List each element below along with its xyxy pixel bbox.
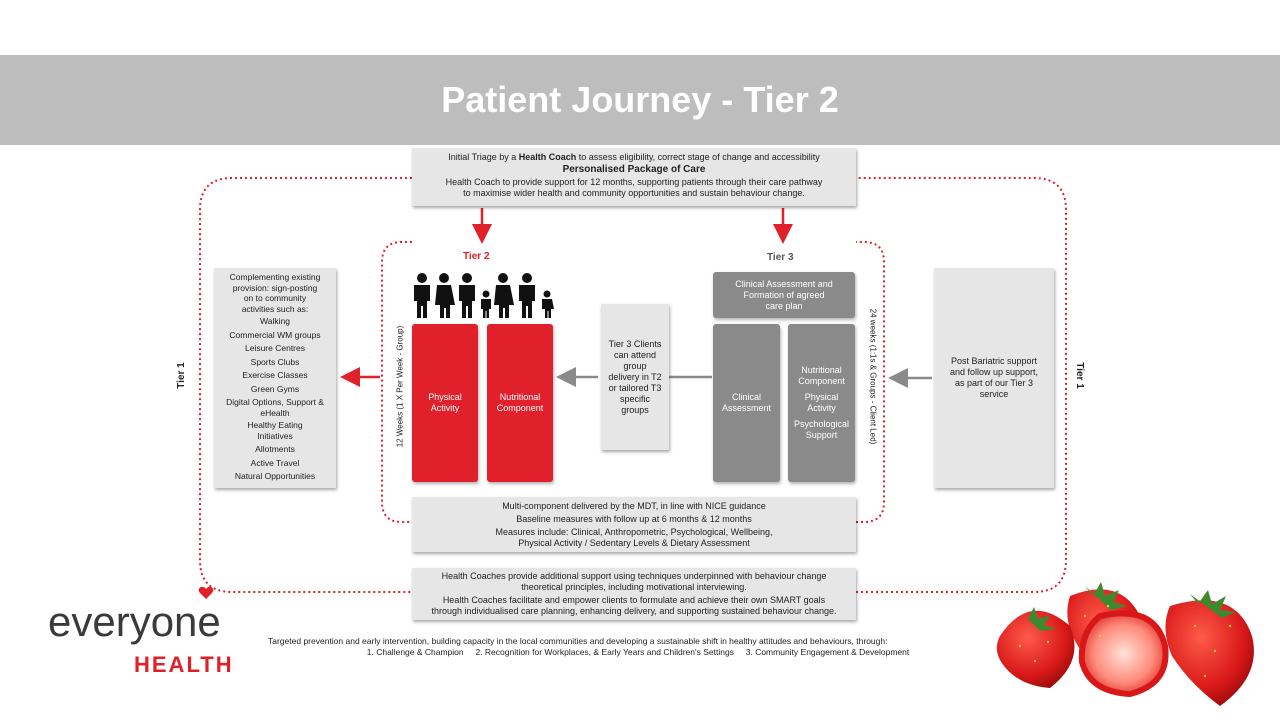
community-item: Natural Opportunities [234,471,316,481]
clinical-plan-text: Clinical Assessment and Formation of agr… [735,278,833,311]
tier1-label-left: Tier 1 [175,362,187,389]
clinical-assessment-box: Clinical Assessment [713,324,780,482]
tier2-duration: 12 Weeks (1 X Per Week - Group) [395,325,405,448]
everyone-health-logo: everyone HEALTH [48,586,263,682]
triage-line4: to maximise wider health and community o… [463,188,805,198]
tier1-label-right: Tier 1 [1073,362,1085,389]
triage-heading: Personalised Package of Care [562,164,706,175]
mdt-line: Physical Activity / Sedentary Levels & D… [518,538,750,548]
coach-line: theoretical principles, including motiva… [521,582,747,592]
nutritional-component-label: Nutritional Component [496,392,544,413]
tier1-border [199,177,1067,593]
tier3-components-box: Nutritional Component Physical Activity … [788,324,855,482]
community-item: Walking [260,316,290,326]
strawberries-image [996,582,1254,706]
triage-line3: Health Coach to provide support for 12 m… [445,177,823,187]
health-coach-box: Health Coaches provide additional suppor… [412,568,856,620]
tier3-component: Nutritional Component [798,365,845,386]
community-item: Sports Clubs [250,356,300,367]
triage-box: Initial Triage by a Health Coach to asse… [412,148,856,206]
coach-line: through individualised care planning, en… [431,606,837,616]
community-item: Green Gyms [250,383,300,394]
community-item: Leisure Centres [244,343,305,353]
community-item: Healthy Eating Initiatives [247,420,303,441]
tier3-group-text: Tier 3 Clients can attend group delivery… [608,338,662,415]
community-item: Exercise Classes [242,370,308,380]
page-title: Patient Journey - Tier 2 [441,79,839,120]
bariatric-box: Post Bariatric support and follow up sup… [934,268,1054,488]
bariatric-text: Post Bariatric support and follow up sup… [949,356,1039,399]
community-intro: Complementing existing provision: sign-p… [229,272,321,314]
clinical-assessment-label: Clinical Assessment [721,392,772,413]
title-bar: Patient Journey - Tier 2 [0,55,1280,145]
physical-activity-label: Physical Activity [428,392,462,413]
community-item: Commercial WM groups [229,329,321,340]
community-item: Active Travel [250,457,300,468]
community-item: Digital Options, Support & eHealth [226,397,324,418]
tier3-component: Psychological Support [793,419,850,440]
logo-word-everyone: everyone [48,598,221,645]
footer-line2: 1. Challenge & Champion 2. Recognition f… [366,647,910,657]
coach-line: Health Coaches provide additional suppor… [441,571,827,581]
tier3-group-box: Tier 3 Clients can attend group delivery… [601,304,669,450]
coach-line: Health Coaches facilitate and empower cl… [442,595,826,605]
heart-icon [198,586,214,599]
tier3-component: Physical Activity [804,392,839,413]
family-icon [414,273,554,318]
clinical-plan-box: Clinical Assessment and Formation of agr… [713,272,855,318]
tier3-duration: 24 weeks (1:1s & Groups - Client Led) [868,308,878,445]
tier3-label: Tier 3 [767,252,794,263]
tier2-label: Tier 2 [463,251,490,262]
physical-activity-box: Physical Activity [412,324,478,482]
community-activities-box: Complementing existing provision: sign-p… [214,268,336,488]
community-item: Allotments [255,444,295,454]
mdt-line: Measures include: Clinical, Anthropometr… [495,527,773,537]
mdt-box: Multi-component delivered by the MDT, in… [412,497,856,552]
mdt-line: Multi-component delivered by the MDT, in… [502,501,766,511]
logo-word-health: HEALTH [134,652,234,677]
triage-line1: Initial Triage by a Health Coach to asse… [448,152,820,162]
footer-line1: Targeted prevention and early interventi… [268,636,888,646]
tier23-border [381,241,885,523]
mdt-line: Baseline measures with follow up at 6 mo… [516,514,752,524]
nutritional-component-box: Nutritional Component [487,324,553,482]
